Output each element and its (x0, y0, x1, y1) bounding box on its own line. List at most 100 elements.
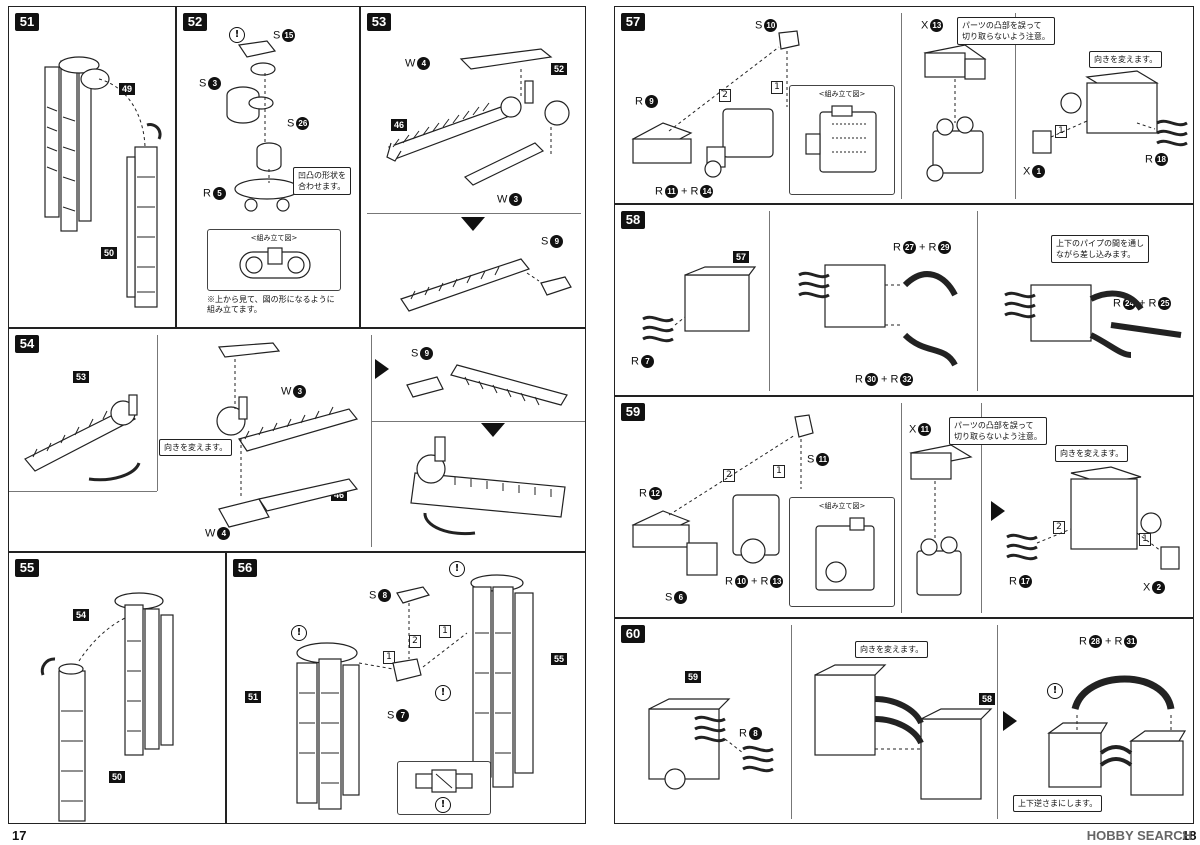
arm-pair-illustration (296, 574, 534, 810)
divider (901, 13, 902, 199)
turn-note: 向きを変えます。 (855, 641, 929, 658)
caution-icon: ! (291, 625, 307, 641)
step-number: 52 (183, 13, 207, 31)
divider (371, 421, 585, 422)
cover-part-2-illustration (909, 444, 973, 596)
sequence-number: 2 (719, 89, 731, 102)
arrow-right-icon (375, 359, 389, 379)
engine-flipped-illustration (1047, 675, 1187, 796)
assembly-inset: <組み立て図> (789, 85, 895, 195)
step-number: 51 (15, 13, 39, 31)
arm-assembly-illustration (216, 342, 359, 528)
step-number: 53 (367, 13, 391, 31)
arm-rotation-illustration (24, 394, 141, 482)
divider (997, 625, 998, 819)
turn-note: 向きを変えます。 (1055, 445, 1129, 462)
part-tag-54: 54 (73, 609, 90, 621)
step-number: 54 (15, 335, 39, 353)
detail-inset (397, 761, 491, 815)
engine-2-detail-illustration (815, 517, 875, 591)
part-tag-59: 59 (685, 671, 702, 683)
sequence-number: 1 (1055, 125, 1067, 138)
flip-note: 上下逆さまにします。 (1013, 795, 1103, 812)
careful-note: パーツの凸部を誤って 切り取らないよう注意。 (957, 17, 1055, 45)
step-55-panel: 55 54 50 (8, 552, 226, 824)
part-tag-51: 51 (245, 691, 262, 703)
step-number: 58 (621, 211, 645, 229)
caution-icon: ! (1047, 683, 1063, 699)
divider (791, 625, 792, 819)
step-number: 55 (15, 559, 39, 577)
page-number: 18 (1182, 828, 1197, 843)
arrow-down-icon (481, 423, 505, 437)
pipe-note: 上下のパイプの間を通し ながら差し込みます。 (1051, 235, 1149, 263)
divider (9, 491, 157, 492)
careful-note: パーツの凸部を誤って 切り取らないよう注意。 (949, 417, 1047, 445)
step-number: 56 (233, 559, 257, 577)
footnote: ※上から見て、図の形になるように 組み立てます。 (207, 295, 335, 314)
assembly-inset: <組み立て図> (207, 229, 341, 291)
sequence-number: 1 (439, 625, 451, 638)
engines-join-illustration (814, 664, 993, 800)
step-51-panel: 51 49 50 (8, 6, 176, 328)
cover-part-illustration (923, 44, 987, 182)
chainsaw-blade-illustration (386, 48, 570, 186)
step-number: 57 (621, 13, 645, 31)
caution-icon: ! (435, 685, 451, 701)
engine-block-illustration (631, 30, 800, 178)
arrow-down-icon (461, 217, 485, 231)
divider (367, 213, 581, 214)
divider (371, 335, 372, 547)
arm-attach-illustration (40, 592, 174, 822)
clip-detail-illustration (415, 769, 473, 793)
caution-icon: ! (229, 27, 245, 43)
engine-detail-illustration (805, 105, 877, 173)
sequence-number: 1 (771, 81, 783, 94)
divider (769, 211, 770, 391)
top-view-illustration (239, 247, 311, 279)
sequence-number: 1 (773, 465, 785, 478)
engine-pipes-illustration (798, 264, 958, 367)
assembly-inset: <組み立て図> (789, 497, 895, 607)
engine-pipe-insert-illustration (1004, 284, 1182, 358)
divider (981, 403, 982, 613)
divider (157, 335, 158, 491)
arrow-right-icon (1003, 711, 1017, 731)
page-number: 17 (12, 828, 27, 843)
blade-assembled-illustration (400, 258, 572, 312)
divider (1015, 13, 1016, 199)
caution-icon: ! (449, 561, 465, 577)
arm-complete-illustration (410, 436, 566, 536)
